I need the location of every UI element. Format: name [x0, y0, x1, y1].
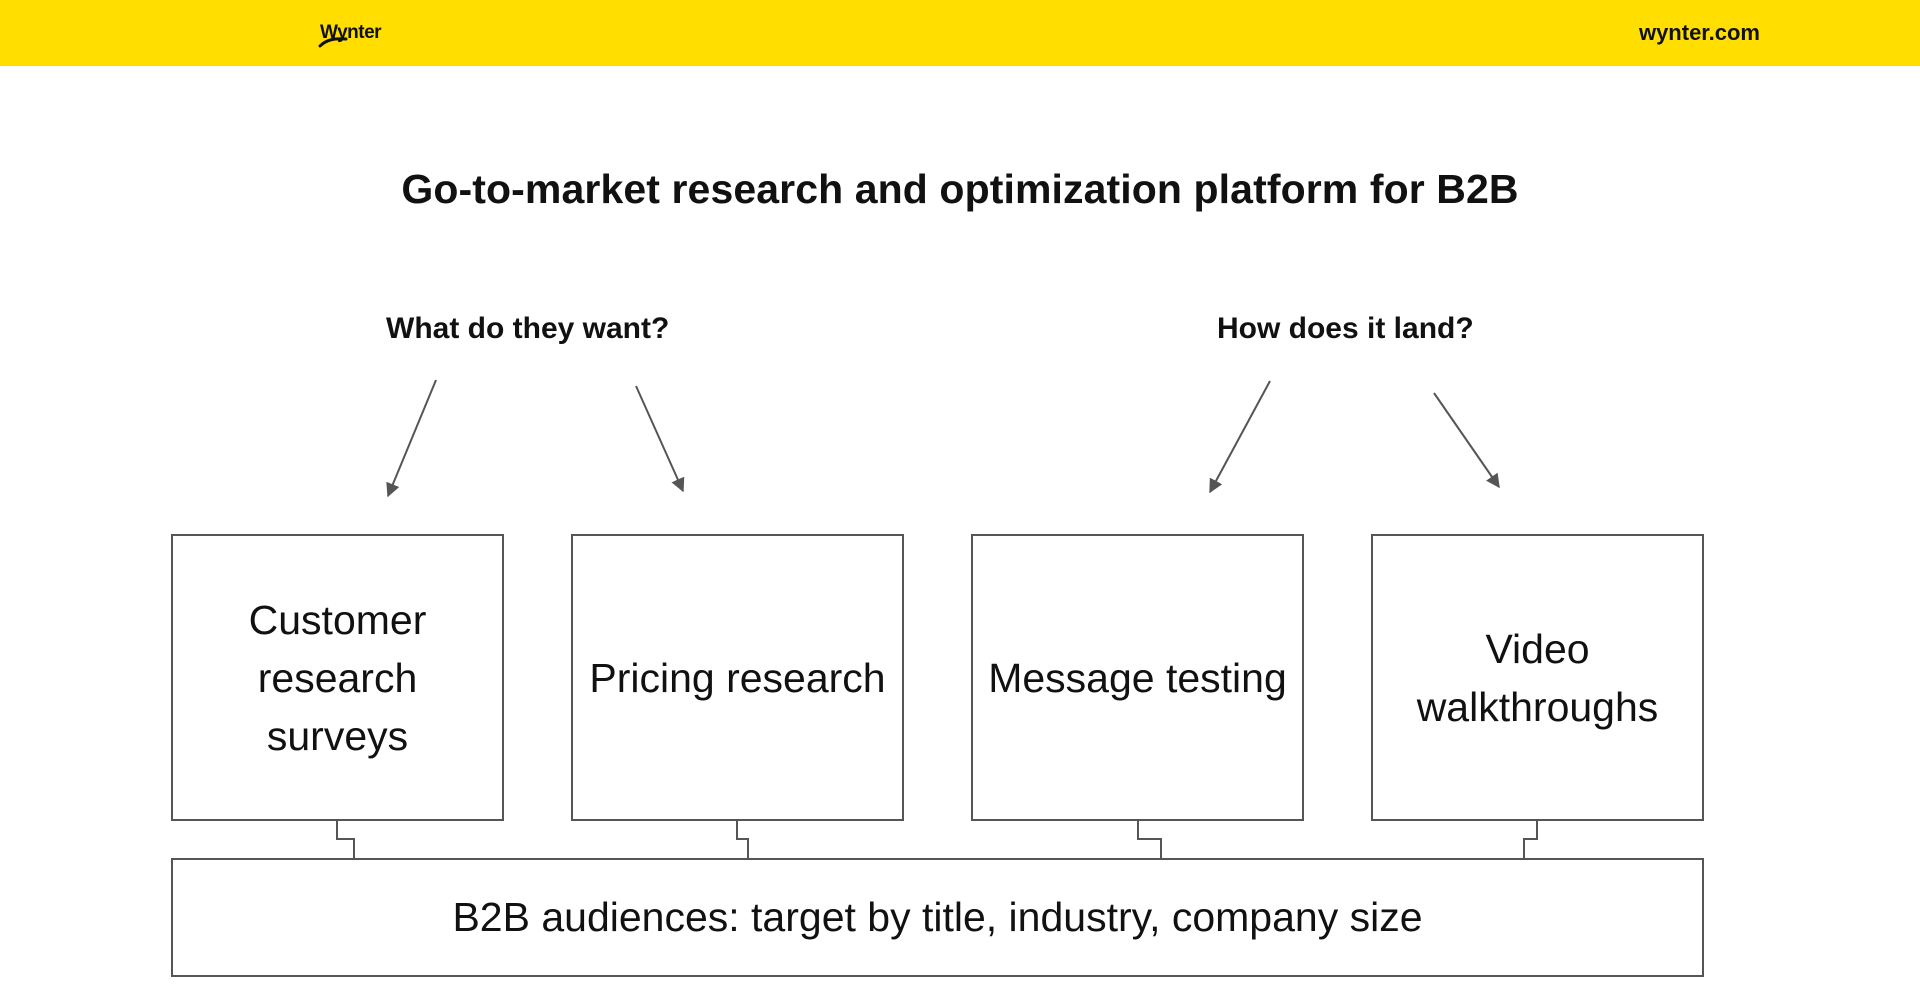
box-customer-research: Customer research surveys — [171, 534, 504, 821]
box-label: Video walkthroughs — [1416, 625, 1659, 730]
page-title: Go-to-market research and optimization p… — [401, 166, 1519, 212]
box-video-walkthroughs: Video walkthroughs — [1371, 534, 1704, 821]
arrow-to-message-testing — [1209, 380, 1271, 494]
connector-customer-research — [336, 820, 355, 858]
box-b2b-audiences: B2B audiences: target by title, industry… — [171, 858, 1704, 977]
box-label: Customer research surveys — [248, 596, 427, 759]
connector-pricing-research — [736, 820, 749, 858]
header-bar: Wynter wynter.com — [0, 0, 1920, 66]
site-link[interactable]: wynter.com — [1638, 20, 1760, 45]
audience-label: B2B audiences: target by title, industry… — [452, 894, 1423, 940]
box-label: Message testing — [988, 654, 1287, 701]
group-label-how-it-lands: How does it land? — [1217, 312, 1474, 345]
box-label: Pricing research — [589, 654, 886, 701]
arrow-to-video-walkthroughs — [1433, 392, 1500, 489]
connector-video-walkthroughs — [1523, 820, 1538, 858]
swoosh-icon — [318, 37, 348, 48]
box-message-testing: Message testing — [971, 534, 1304, 821]
connector-message-testing — [1137, 820, 1162, 858]
arrow-to-customer-research — [386, 379, 437, 498]
arrow-to-pricing-research — [635, 385, 685, 493]
box-pricing-research: Pricing research — [571, 534, 904, 821]
group-label-what-they-want: What do they want? — [386, 312, 670, 345]
